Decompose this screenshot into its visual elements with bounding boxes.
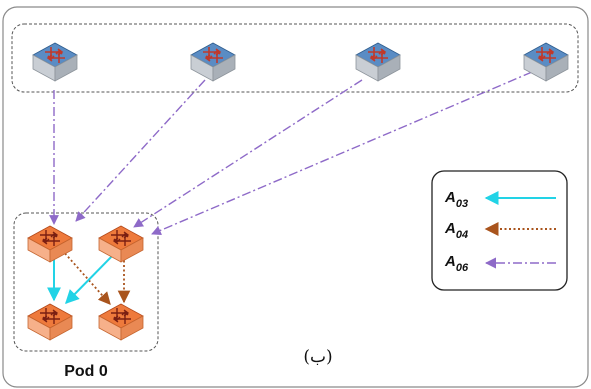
- legend: A03 A04 A06: [431, 170, 568, 291]
- legend-item-a04: A04: [444, 220, 556, 241]
- legend-a04-base: A: [444, 220, 456, 237]
- svg-text:A06: A06: [444, 253, 469, 274]
- legend-item-a03: A03: [444, 189, 556, 210]
- legend-item-a06: A06: [444, 253, 556, 274]
- links-a06: [49, 71, 533, 236]
- figure-caption: (ب): [303, 347, 332, 367]
- legend-a04-sub: 04: [456, 229, 468, 241]
- legend-box: [431, 170, 568, 291]
- legend-a06-sub: 06: [456, 262, 469, 274]
- legend-a03-sub: 03: [456, 198, 468, 210]
- outer-frame: [2, 6, 589, 388]
- links-a03: [47, 251, 117, 304]
- core-switch-group: [11, 23, 579, 93]
- pod-label: Pod 0: [64, 363, 108, 380]
- links-a04: [61, 249, 131, 305]
- svg-text:A04: A04: [444, 220, 468, 241]
- pod-group-box: [13, 212, 159, 352]
- legend-a03-base: A: [444, 189, 456, 206]
- svg-text:A03: A03: [444, 189, 468, 210]
- legend-a06-base: A: [444, 253, 456, 270]
